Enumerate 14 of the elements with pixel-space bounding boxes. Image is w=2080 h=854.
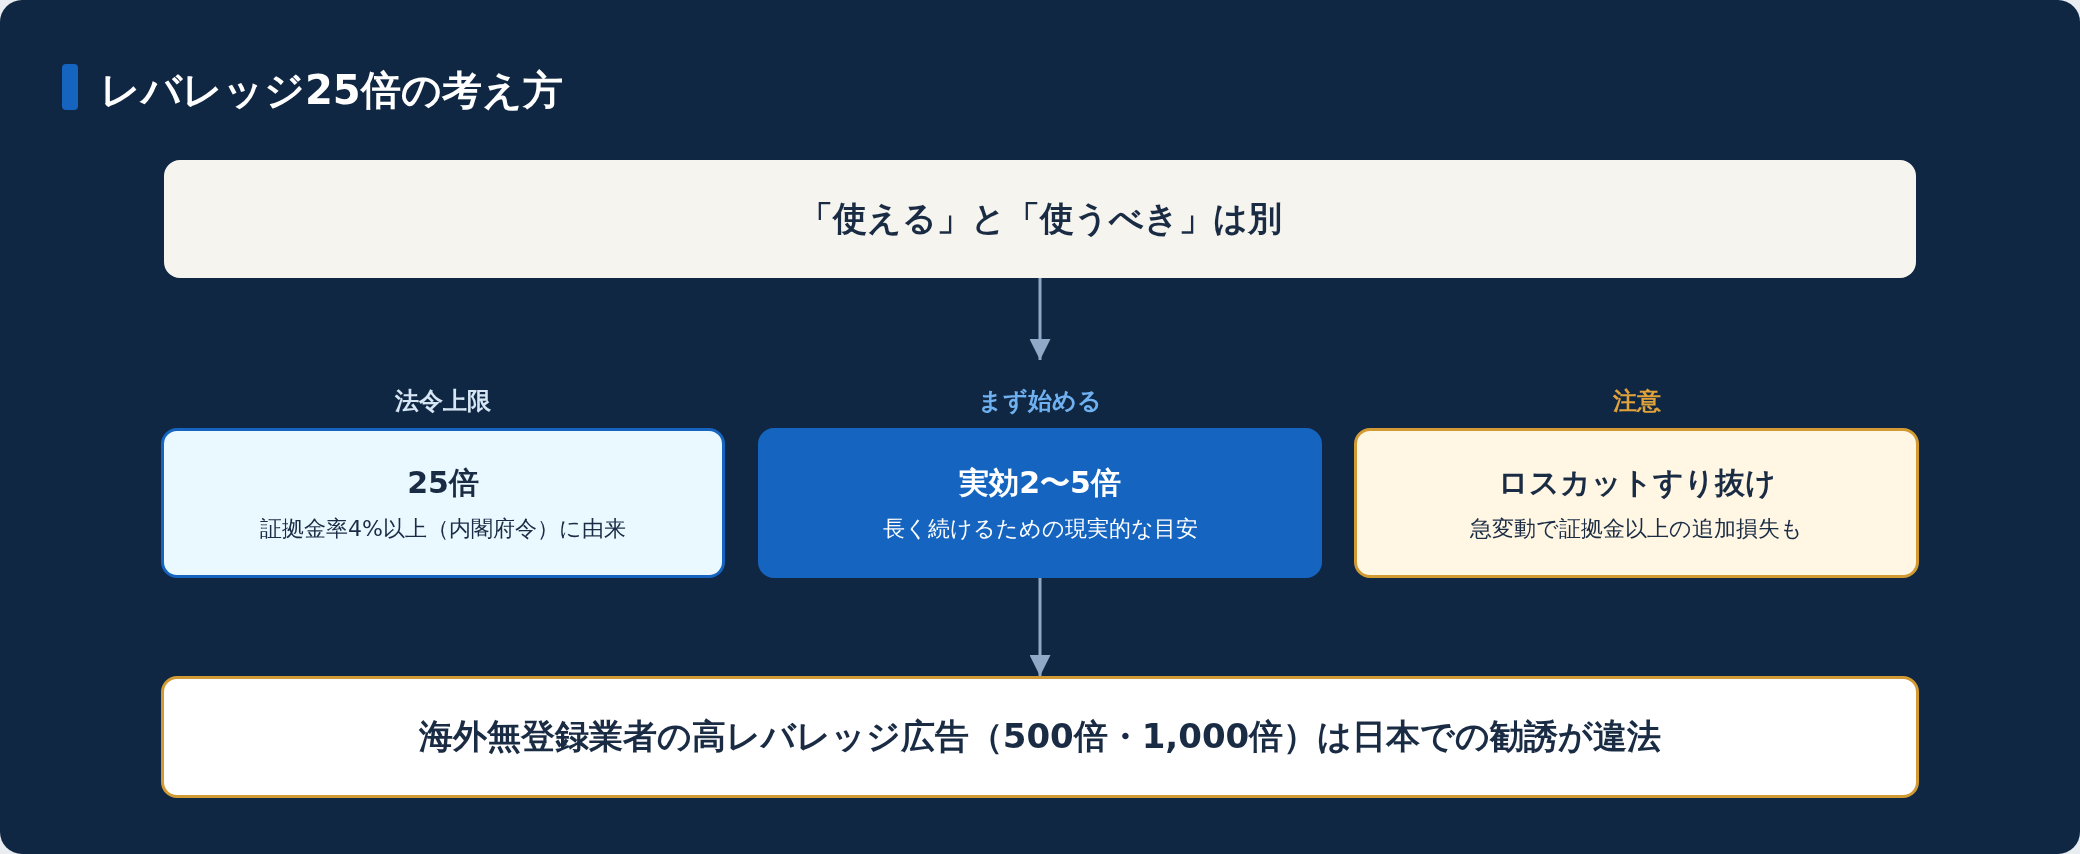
card-heading: 法令上限 [395,386,491,417]
card-title: 海外無登録業者の高レバレッジ広告（500倍・1,000倍）は日本での勧誘が違法 [418,715,1662,758]
card-title: 25倍 [407,463,479,502]
card-heading: まず始める [978,386,1102,417]
diagram-title: レバレッジ25倍の考え方 [100,66,563,115]
card-title: 「使える」と「使うべき」は別 [798,197,1282,240]
card-title: 実効2〜5倍 [959,463,1121,502]
card-description: 長く続けるための現実的な目安 [882,514,1198,543]
arrow [1029,578,1051,676]
card-description: 急変動で証拠金以上の追加損失も [1470,514,1803,543]
arrow [1029,278,1051,360]
card-title: ロスカットすり抜け [1497,463,1776,502]
card-heading: 注意 [1612,386,1661,417]
card-description: 証拠金率4%以上（内閣府令）に由来 [260,514,626,543]
